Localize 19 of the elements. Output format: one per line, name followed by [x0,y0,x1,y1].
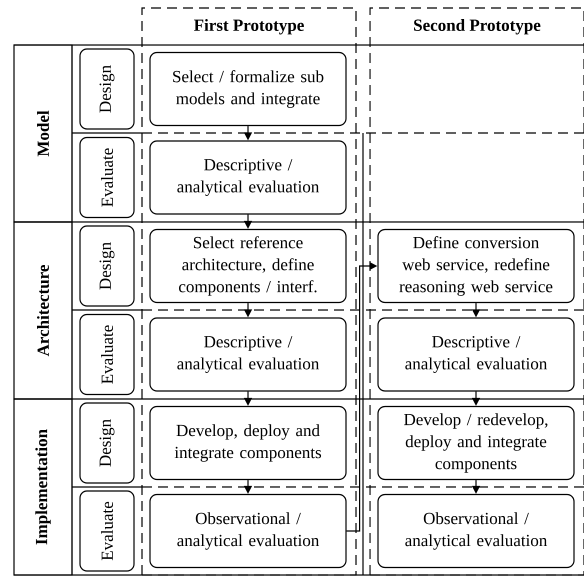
process-box: Descriptive / analytical evaluation [149,140,347,215]
process-box: Descriptive / analytical evaluation [377,317,575,392]
process-box: Descriptive / analytical evaluation [149,317,347,392]
process-box: Observational / analytical evaluation [377,494,575,568]
process-box: Select reference architecture, define components / interf. [149,228,347,304]
process-box: Develop / redevelop, deploy and integrate components [377,406,575,480]
row-header: Model [13,44,73,223]
row-header: Implementation [13,398,73,576]
process-box: Observational / analytical evaluation [149,494,347,568]
phase-box: Evaluate [79,490,135,572]
process-box: Define conversion web service, redefine reasoning web service [377,228,575,304]
phase-box: Design [79,402,135,484]
row-header: Architecture [13,221,73,400]
phase-box: Evaluate [79,136,135,218]
process-box: Develop, deploy and integrate components [149,406,347,480]
phase-box: Design [79,48,135,130]
process-box: Select / formalize sub models and integrate [149,52,347,126]
phase-box: Evaluate [79,314,135,396]
phase-box: Design [79,225,135,307]
